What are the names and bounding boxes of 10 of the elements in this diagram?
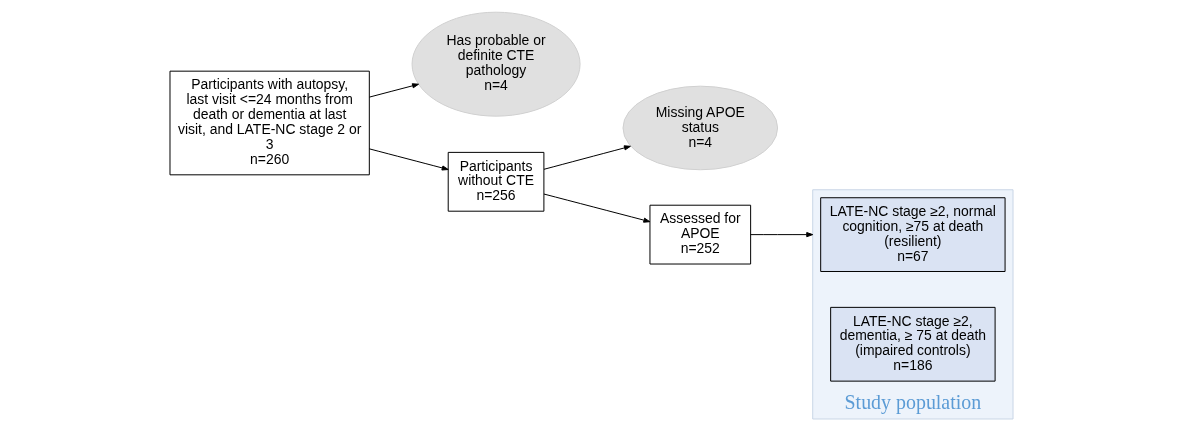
arrow — [368, 83, 419, 98]
node-box: Assessed for APOE n=252 — [648, 204, 751, 265]
node-box: LATE-NC stage ≥2, normal cognition, ≥75 at death (resilient) n=67 — [819, 197, 1006, 272]
arrow — [542, 145, 631, 170]
arrow — [368, 148, 449, 171]
node-box: Participants with autopsy, last visit <=24 months from death or dementia at last visit, and LATE-NC stage 2 or 3 n=260 — [169, 70, 370, 176]
arrow — [749, 232, 813, 238]
node-box: LATE-NC stage ≥2, dementia, ≥ 75 at death (impaired controls) n=186 — [829, 306, 996, 382]
node-box: Participants without CTE n=256 — [447, 151, 544, 212]
arrow — [542, 193, 650, 223]
